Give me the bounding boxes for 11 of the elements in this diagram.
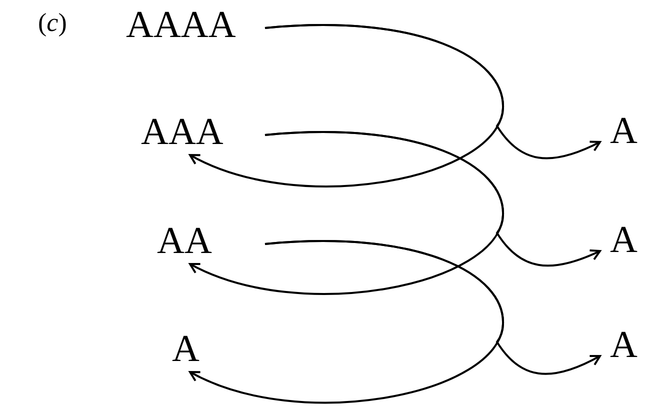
curved-arrow xyxy=(264,24,601,160)
text-label: A xyxy=(172,330,200,368)
text-label: A xyxy=(610,221,638,259)
text-label: A xyxy=(610,112,638,150)
curved-arrow xyxy=(264,131,601,267)
text-label: AAA xyxy=(141,113,224,151)
text-label: AAAA xyxy=(126,6,236,44)
panel-label: (c) xyxy=(38,10,67,36)
text-label: A xyxy=(610,326,638,364)
curved-arrow xyxy=(264,240,601,375)
text-label: AA xyxy=(157,222,212,260)
